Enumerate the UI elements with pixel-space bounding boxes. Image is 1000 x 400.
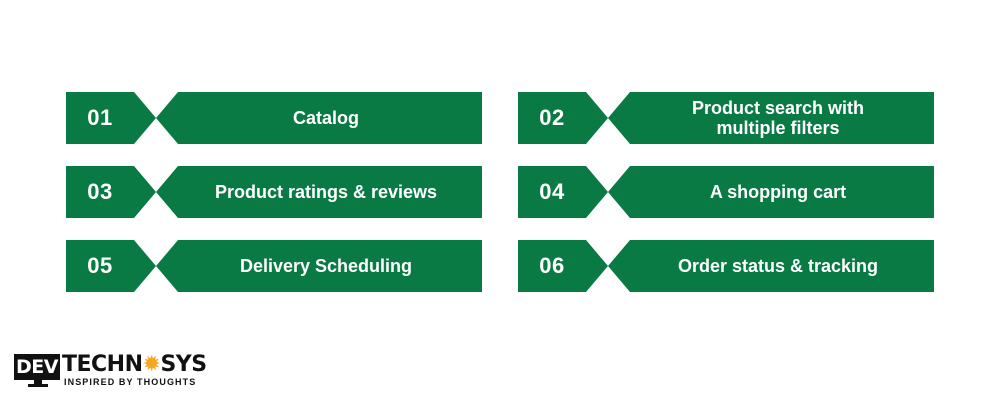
logo-monitor-mark: DEV bbox=[14, 354, 60, 380]
card-shape bbox=[66, 240, 482, 292]
feature-number: 04 bbox=[539, 179, 565, 204]
logo-tagline: INSPIRED BY THOUGHTS bbox=[64, 377, 197, 387]
feature-number: 02 bbox=[539, 105, 565, 130]
feature-label: Delivery Scheduling bbox=[239, 256, 413, 276]
feature-number: 05 bbox=[87, 253, 113, 278]
card-shape bbox=[66, 166, 482, 218]
logo-wordmark-left: TECHN bbox=[62, 352, 143, 377]
card-shape bbox=[518, 240, 934, 292]
logo-wordmark: TECHN✹SYS bbox=[62, 352, 207, 377]
card-shape bbox=[518, 166, 934, 218]
logo-wordmark-right: SYS bbox=[160, 352, 207, 377]
feature-label: Product search with multiple filters bbox=[691, 98, 865, 138]
logo-monitor-stand bbox=[34, 380, 42, 384]
feature-number: 01 bbox=[87, 105, 113, 130]
feature-card-04: 04 A shopping cart bbox=[518, 166, 934, 218]
gear-icon: ✹ bbox=[142, 352, 161, 377]
logo-monitor-base bbox=[28, 384, 48, 387]
feature-label: Catalog bbox=[292, 108, 359, 128]
feature-card-01: 01 Catalog bbox=[66, 92, 482, 144]
feature-number: 03 bbox=[87, 179, 113, 204]
card-shape bbox=[518, 92, 934, 144]
feature-label: Order status & tracking bbox=[677, 256, 879, 276]
feature-label: Product ratings & reviews bbox=[214, 182, 438, 202]
feature-card-06: 06 Order status & tracking bbox=[518, 240, 934, 292]
feature-number: 06 bbox=[539, 253, 565, 278]
feature-card-03: 03 Product ratings & reviews bbox=[66, 166, 482, 218]
company-logo: DEV TECHN✹SYS INSPIRED BY THOUGHTS bbox=[14, 352, 207, 390]
card-shape bbox=[66, 92, 482, 144]
feature-card-05: 05 Delivery Scheduling bbox=[66, 240, 482, 292]
feature-card-02: 02 Product search with multiple filters bbox=[518, 92, 934, 144]
feature-label: A shopping cart bbox=[709, 182, 847, 202]
